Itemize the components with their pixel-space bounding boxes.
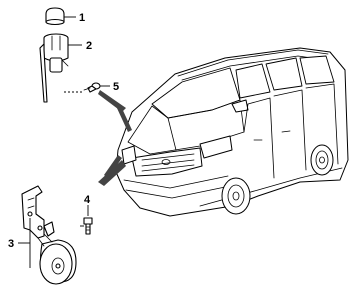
callout-2: 2 <box>86 40 92 52</box>
callout-4: 4 <box>84 194 91 206</box>
part-cap <box>45 7 76 26</box>
part-bolt <box>80 205 93 235</box>
location-leaders <box>64 90 132 186</box>
part-screw <box>83 82 110 93</box>
part-horn-assembly <box>18 185 77 285</box>
van-illustration <box>115 47 349 217</box>
callout-1: 1 <box>79 12 85 24</box>
callout-3: 3 <box>8 238 14 250</box>
callout-5: 5 <box>113 81 119 93</box>
part-bracket-switch <box>39 33 82 103</box>
